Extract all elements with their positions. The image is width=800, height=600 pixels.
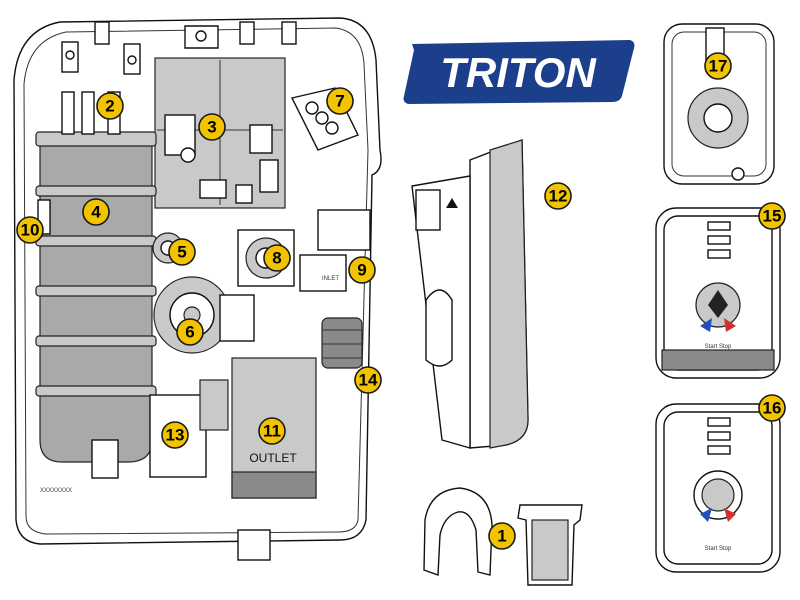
inlet-connector: INLET (299, 209, 371, 292)
brand-name: TRITON (440, 49, 597, 96)
callout-3: 3 (198, 113, 226, 141)
start-stop-label-16: Start Stop (705, 546, 732, 552)
svg-text:5: 5 (177, 243, 186, 262)
pressure-stabiliser (153, 276, 255, 354)
inlet-fitting (321, 317, 363, 369)
callout-5: 5 (168, 238, 196, 266)
front-cover-b: Start Stop (655, 403, 781, 573)
svg-text:6: 6 (185, 323, 194, 342)
svg-text:16: 16 (763, 399, 782, 418)
svg-text:9: 9 (357, 261, 366, 280)
serial-mark: XXXXXXXX (40, 488, 72, 494)
callout-16: 16 (758, 394, 786, 422)
svg-text:3: 3 (207, 118, 216, 137)
svg-text:2: 2 (105, 97, 114, 116)
control-panel-back (663, 23, 775, 185)
svg-text:13: 13 (166, 426, 185, 445)
svg-text:11: 11 (263, 422, 281, 441)
inlet-label: INLET (322, 276, 339, 282)
svg-text:1: 1 (497, 527, 506, 546)
callout-11: 11 (258, 417, 286, 445)
callout-7: 7 (326, 87, 354, 115)
svg-text:14: 14 (359, 371, 378, 390)
outlet-assembly: OUTLET (231, 357, 317, 561)
trim-clips (423, 487, 583, 586)
callout-13: 13 (161, 421, 189, 449)
callout-15: 15 (758, 202, 786, 230)
svg-text:8: 8 (272, 249, 281, 268)
tank-outlet-pipe (91, 439, 119, 479)
callout-2: 2 (96, 92, 124, 120)
svg-text:10: 10 (21, 221, 40, 240)
start-stop-label-15: Start Stop (705, 344, 732, 350)
shower-unit-backplate (13, 17, 382, 545)
callout-17: 17 (704, 52, 732, 80)
svg-text:7: 7 (335, 92, 344, 111)
svg-text:15: 15 (763, 207, 782, 226)
callout-4: 4 (82, 198, 110, 226)
pressure-relief-device (149, 379, 229, 478)
callout-9: 9 (348, 256, 376, 284)
svg-text:17: 17 (709, 57, 728, 76)
heater-tank (35, 91, 157, 463)
triton-logo: TRITON (403, 40, 635, 104)
callout-1: 1 (488, 522, 516, 550)
front-cover-a: Start Stop (655, 207, 781, 379)
callout-6: 6 (176, 318, 204, 346)
outlet-label: OUTLET (249, 451, 297, 465)
svg-text:4: 4 (91, 203, 101, 222)
callout-14: 14 (354, 366, 382, 394)
callout-12: 12 (544, 182, 572, 210)
svg-text:12: 12 (549, 187, 568, 206)
cable-cover (411, 138, 529, 449)
callout-8: 8 (263, 244, 291, 272)
callout-10: 10 (16, 216, 44, 244)
